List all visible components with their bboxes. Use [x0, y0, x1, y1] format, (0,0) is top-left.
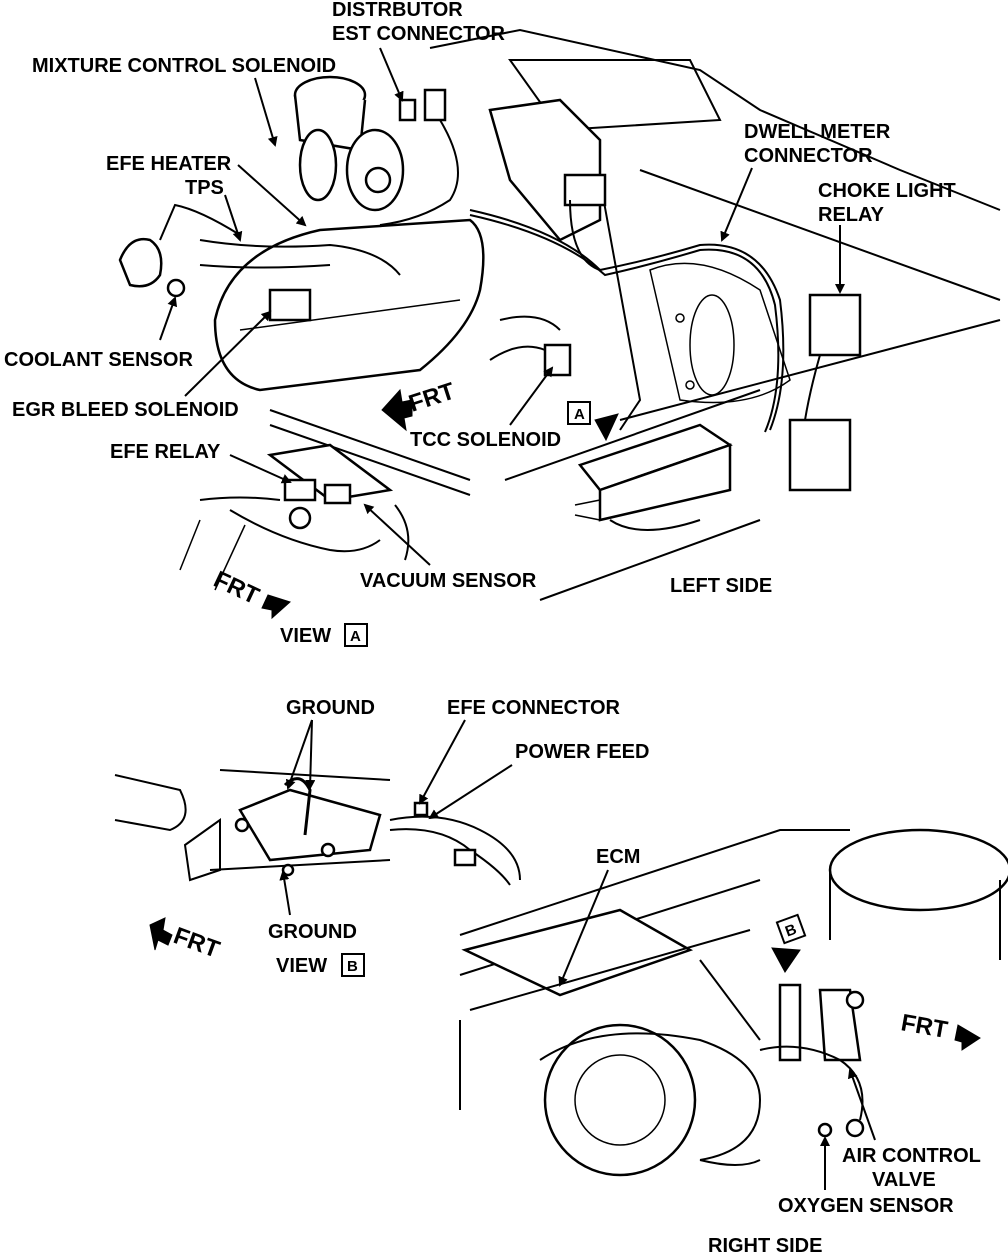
label-air-control-1: AIR CONTROL: [842, 1145, 981, 1167]
label-air-control-2: VALVE: [872, 1169, 936, 1191]
label-vacuum-sensor: VACUUM SENSOR: [360, 570, 537, 592]
frt-arrow-icon: [381, 388, 413, 432]
frt-label-view-b: FRT: [170, 922, 223, 963]
callout-a-letter: A: [574, 406, 585, 423]
leader-tps: [224, 194, 243, 242]
leader-distributor: [379, 47, 404, 102]
label-tcc-solenoid: TCC SOLENOID: [410, 429, 561, 451]
view-a-illustration: [179, 409, 471, 591]
label-distributor-1: DISTRBUTOR: [332, 0, 463, 21]
label-egr-bleed-solenoid: EGR BLEED SOLENOID: [12, 399, 239, 421]
label-view-a: VIEW: [280, 625, 331, 647]
leader-ecm: [558, 869, 609, 987]
leader-coolant: [159, 296, 178, 341]
label-oxygen-sensor: OXYGEN SENSOR: [778, 1195, 954, 1217]
callout-b-box: [775, 913, 807, 945]
label-left-side: LEFT SIDE: [670, 575, 772, 597]
leader-power-feed: [428, 764, 513, 820]
frt-arrow-icon: [261, 594, 291, 620]
label-efe-heater: EFE HEATER: [106, 153, 232, 175]
component-labels: DISTRBUTOR EST CONNECTOR MIXTURE CONTROL…: [4, 0, 981, 1256]
leader-air-control: [847, 1068, 876, 1141]
frt-arrow-view-a: FRT: [209, 566, 291, 620]
leader-tcc: [509, 366, 554, 426]
leader-dwell: [720, 167, 753, 242]
direction-arrow-icon: [771, 947, 801, 973]
frt-label-right-side: FRT: [899, 1009, 950, 1044]
callout-a-arrow: A: [567, 401, 619, 442]
callout-a-box: [567, 401, 591, 425]
direction-arrow-icon: [594, 413, 619, 442]
label-efe-connector: EFE CONNECTOR: [447, 697, 621, 719]
view-b-illustration: [114, 769, 521, 886]
leader-mixture: [254, 77, 278, 147]
view-a-caption: VIEW A: [280, 623, 368, 647]
label-dwell-meter-1: DWELL METER: [744, 121, 891, 143]
left-side-engine-illustration: [118, 28, 1001, 601]
view-b-caption: VIEW B: [276, 953, 365, 977]
label-ecm: ECM: [596, 846, 640, 868]
frt-arrow-right-side: FRT: [899, 1009, 981, 1051]
frt-label-engine: FRT: [406, 378, 459, 418]
view-a-box: [344, 623, 368, 647]
label-ground-bottom: GROUND: [268, 921, 357, 943]
label-choke-light-1: CHOKE LIGHT: [818, 180, 956, 202]
frt-arrow-icon: [149, 917, 173, 951]
label-mixture-control-solenoid: MIXTURE CONTROL SOLENOID: [32, 55, 336, 77]
frt-arrow-icon: [954, 1024, 981, 1051]
leader-lines: [159, 47, 876, 1190]
leader-efe-relay: [229, 454, 292, 484]
label-choke-light-2: RELAY: [818, 204, 885, 226]
right-side-engine-illustration: [459, 828, 1008, 1177]
label-power-feed: POWER FEED: [515, 741, 649, 763]
label-ground-top: GROUND: [286, 697, 375, 719]
leader-efe-heater: [237, 164, 307, 227]
view-b-box: [341, 953, 365, 977]
view-a-letter: A: [350, 628, 361, 645]
label-dwell-meter-2: CONNECTOR: [744, 145, 873, 167]
leader-ground-b: [305, 719, 316, 790]
frt-arrow-engine: FRT: [381, 378, 459, 432]
leader-efe-connector: [419, 719, 466, 805]
label-right-side: RIGHT SIDE: [708, 1235, 822, 1256]
label-view-b: VIEW: [276, 955, 327, 977]
label-tps: TPS: [185, 177, 224, 199]
view-b-letter: B: [347, 958, 358, 975]
label-distributor-2: EST CONNECTOR: [332, 23, 506, 45]
leader-egr: [184, 310, 272, 397]
leader-ground-a: [285, 719, 313, 790]
frt-label-view-a: FRT: [209, 566, 263, 610]
leader-vacuum: [363, 503, 431, 566]
label-efe-relay: EFE RELAY: [110, 441, 221, 463]
frt-arrow-view-b: FRT: [149, 917, 223, 964]
callout-b-arrow: B: [771, 913, 807, 973]
leader-ground-bottom: [279, 870, 291, 916]
label-coolant-sensor: COOLANT SENSOR: [4, 349, 193, 371]
